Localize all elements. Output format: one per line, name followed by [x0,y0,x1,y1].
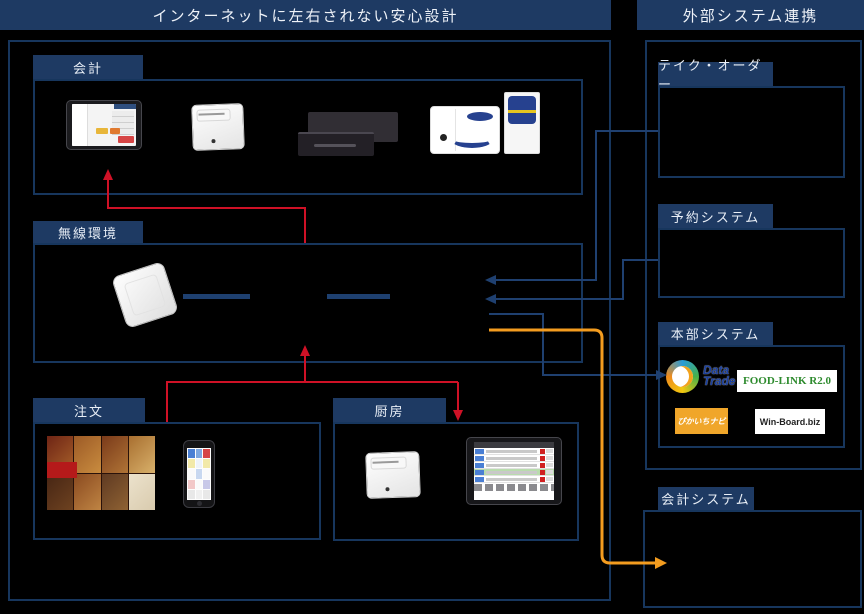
tab-kaikei: 会計 [33,55,143,79]
pos-register-screen [72,104,136,146]
data-trade-text-line2: Trade [703,374,736,388]
bill-change-machine [504,92,540,154]
cash-drawer [298,112,398,158]
phone-home-button [197,501,202,506]
pos-register-tablet [66,100,142,150]
win-board-logo: Win-Board.biz [755,409,825,434]
data-trade-text-line1: Data [703,363,730,377]
menu-book-image [47,436,155,510]
order-app-screen [187,448,211,500]
tab-musen: 無線環境 [33,221,143,243]
kitchen-display-tablet [466,437,562,505]
order-smartphone [183,440,215,508]
tab-take-order: テイク・オーダー [658,58,773,92]
network-link-dash-right [327,294,390,299]
data-trade-logo: Data Trade [666,358,776,394]
network-link-dash-left [183,294,250,299]
receipt-printer [191,103,245,151]
header-internet-safe-design: インターネットに左右されない安心設計 [0,0,611,30]
take-order-box [658,86,845,178]
kitchen-printer [365,451,421,499]
tab-chumon: 注文 [33,398,145,422]
musen-section-box [33,243,583,363]
header-external-system-link: 外部システム連携 [637,0,864,30]
food-link-logo: FOOD-LINK R2.0 [737,370,837,392]
tab-yoyaku-system: 予約システム [658,204,773,228]
honbu-system-box [658,345,845,448]
kitchen-display-screen [474,442,554,500]
kaikei-system-box [643,510,862,608]
tab-chubo: 厨房 [333,398,446,422]
coin-change-machine [430,106,500,154]
tab-honbu-system: 本部システム [658,322,773,345]
pikaichi-navi-logo: ぴかいちナビ [675,408,728,434]
menu-red-badge [47,462,77,478]
tab-kaikei-system: 会計システム [658,487,754,510]
chumon-section-box [33,422,321,540]
data-trade-ring-icon [666,359,699,393]
yoyaku-system-box [658,228,845,298]
